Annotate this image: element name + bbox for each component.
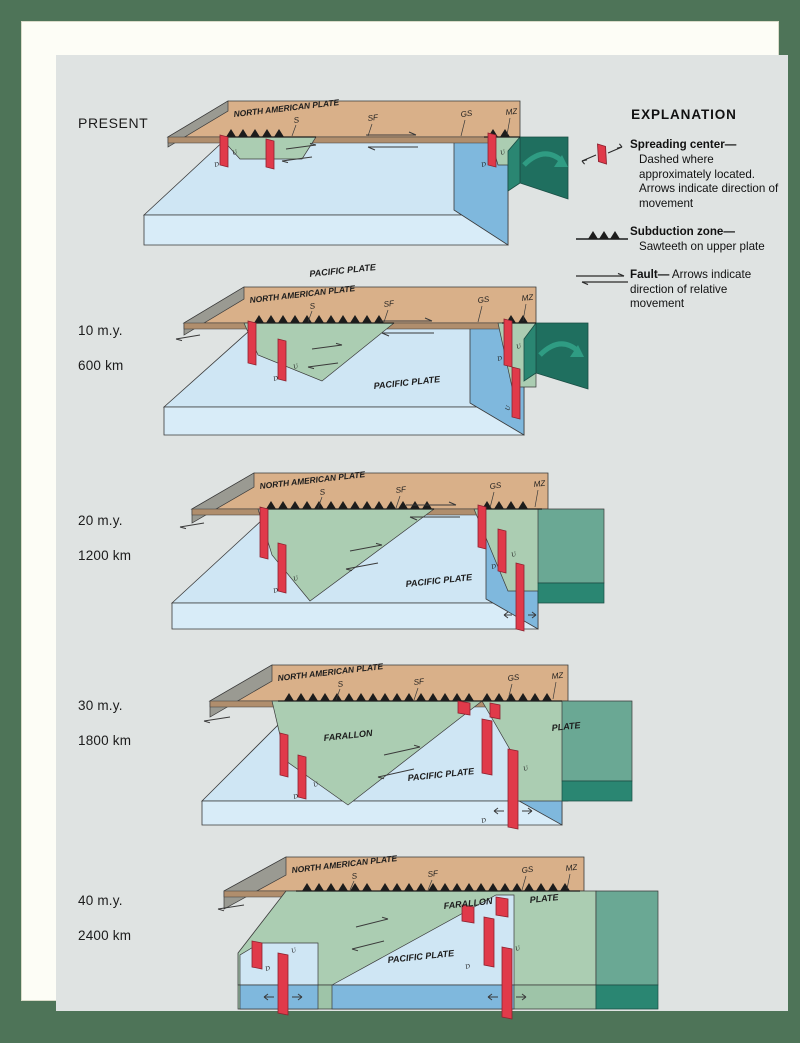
fault-icon — [574, 268, 630, 293]
svg-text:U: U — [522, 764, 530, 773]
legend-text-spreading-center: Spreading center— Dashed where approxima… — [630, 138, 780, 212]
svg-text:D: D — [480, 817, 488, 826]
tick-label-s-ten-my: S — [309, 301, 316, 311]
svg-text:D: D — [496, 355, 504, 364]
stage-distance-forty-my: 2400 km — [78, 927, 132, 943]
label-farallon-plate-forty-my: PLATE — [529, 892, 560, 905]
tick-label-sf-thirty-my: SF — [413, 677, 425, 687]
legend-term-fault: Fault— — [630, 267, 670, 281]
stage-time-twenty-my: 20 m.y. — [78, 513, 123, 529]
stage-time-ten-my: 10 m.y. — [78, 323, 123, 339]
legend-detail-spreading-center: Dashed where approximately located. Arro… — [639, 152, 779, 211]
explanation-title: EXPLANATION — [631, 107, 737, 122]
stage-label-twenty-my: 20 m.y. 1200 km — [78, 495, 131, 581]
svg-text:D: D — [264, 965, 272, 974]
svg-text:D: D — [272, 587, 280, 596]
block-diagram-ten-my: D U D U U NORTH AMERICAN PLATE PACIFIC P… — [162, 283, 589, 436]
figure-sheet: PRESENT 10 m.y. 600 km 20 m.y. 1200 km 3… — [56, 55, 788, 1020]
tick-label-gs-forty-my: GS — [521, 865, 534, 875]
stage-label-thirty-my: 30 m.y. 1800 km — [78, 680, 131, 766]
tick-label-sf-twenty-my: SF — [395, 485, 407, 495]
svg-text:D: D — [490, 563, 498, 572]
tick-label-mz-present: MZ — [505, 107, 519, 117]
svg-text:U: U — [231, 148, 239, 157]
tick-label-s-present: S — [293, 115, 300, 125]
block-diagram-present: D U D U NORTH AMERICAN PLATE PACIFIC PLA… — [142, 97, 569, 279]
legend-entry-subduction-zone: Subduction zone— Sawteeth on upper plate — [574, 225, 780, 255]
svg-text:U: U — [292, 574, 300, 583]
tick-label-s-thirty-my: S — [337, 679, 344, 689]
legend-term-subduction-zone: Subduction zone— — [630, 225, 735, 239]
block-diagram-twenty-my: D U D U NORTH AMERICAN PLATE PACIFIC PLA… — [170, 469, 605, 632]
explanation-legend: EXPLANATION — [574, 107, 780, 325]
block-diagram-forty-my: D U D U NORTH AMERICAN PLATE FARALLON PL… — [217, 853, 659, 1020]
tick-label-gs-present: GS — [460, 109, 473, 119]
stage-distance-twenty-my: 1200 km — [78, 547, 132, 563]
stage-label-forty-my: 40 m.y. 2400 km — [78, 875, 131, 961]
svg-text:U: U — [514, 944, 522, 953]
tick-label-s-twenty-my: S — [319, 487, 326, 497]
stage-label-ten-my: 10 m.y. 600 km — [78, 305, 123, 391]
tick-label-mz-thirty-my: MZ — [551, 671, 565, 681]
legend-text-subduction-zone: Subduction zone— Sawteeth on upper plate — [630, 225, 765, 255]
svg-text:U: U — [292, 362, 300, 371]
stage-label-present: PRESENT — [78, 115, 149, 131]
svg-text:D: D — [464, 963, 472, 972]
svg-text:U: U — [515, 342, 523, 351]
legend-entry-spreading-center: Spreading center— Dashed where approxima… — [574, 138, 780, 212]
stage-distance-ten-my: 600 km — [78, 357, 124, 373]
svg-text:U: U — [504, 404, 513, 412]
tick-label-gs-twenty-my: GS — [489, 481, 502, 491]
svg-text:D: D — [480, 161, 488, 170]
svg-text:U: U — [499, 148, 507, 157]
legend-text-fault: Fault— Arrows indicate direction of rela… — [630, 268, 780, 312]
svg-text:U: U — [510, 550, 518, 559]
spreading-center-icon — [574, 138, 630, 175]
stage-time-thirty-my: 30 m.y. — [78, 698, 123, 714]
label-farallon-plate-thirty-my: PLATE — [551, 720, 582, 733]
legend-entry-fault: Fault— Arrows indicate direction of rela… — [574, 268, 780, 312]
tick-label-gs-ten-my: GS — [477, 295, 490, 305]
svg-text:D: D — [272, 375, 280, 384]
svg-text:U: U — [290, 946, 298, 955]
block-diagram-thirty-my: D U D U NORTH AMERICAN PLATE FARALLON PL… — [201, 661, 633, 830]
legend-detail-subduction-zone: Sawteeth on upper plate — [639, 239, 765, 253]
stage-time-forty-my: 40 m.y. — [78, 893, 123, 909]
svg-text:D: D — [213, 161, 221, 170]
tick-label-sf-ten-my: SF — [383, 299, 395, 309]
subduction-zone-icon — [574, 225, 630, 248]
legend-detail-fault: Arrows indicate direction of relative mo… — [630, 267, 752, 311]
svg-text:D: D — [292, 793, 300, 802]
stage-distance-thirty-my: 1800 km — [78, 732, 132, 748]
svg-text:U: U — [312, 780, 320, 789]
tick-label-sf-present: SF — [367, 113, 379, 123]
tick-label-sf-forty-my: SF — [427, 869, 439, 879]
legend-term-spreading-center: Spreading center— — [630, 138, 737, 151]
tick-label-mz-ten-my: MZ — [521, 293, 535, 303]
tick-label-mz-forty-my: MZ — [565, 863, 579, 873]
tick-label-gs-thirty-my: GS — [507, 673, 520, 683]
tick-label-mz-twenty-my: MZ — [533, 479, 547, 489]
white-mat-frame: PRESENT 10 m.y. 600 km 20 m.y. 1200 km 3… — [22, 22, 788, 1020]
tick-label-s-forty-my: S — [351, 871, 358, 881]
